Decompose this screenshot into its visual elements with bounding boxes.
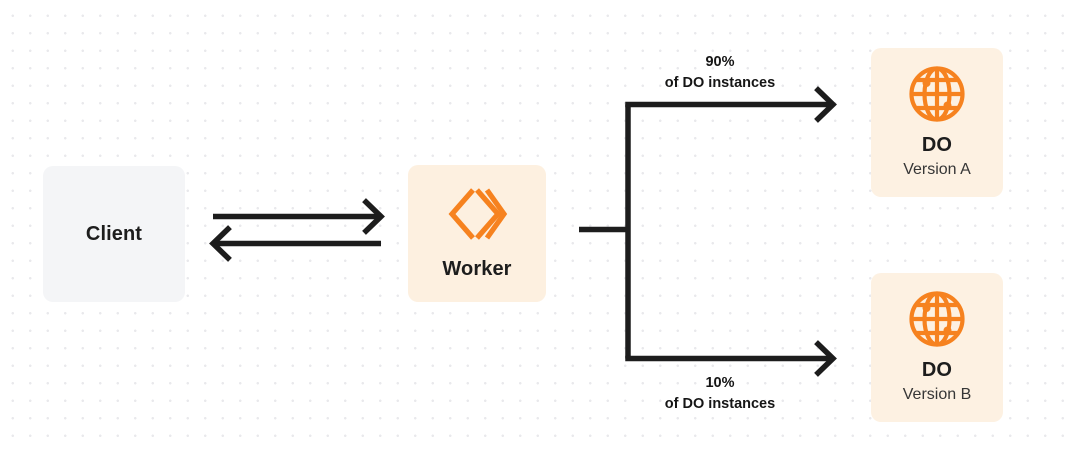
node-do-a-subtitle: Version A <box>903 161 971 179</box>
branch-trunk <box>579 104 631 359</box>
cloudflare-workers-icon <box>446 186 508 242</box>
node-client[interactable]: Client <box>43 166 185 302</box>
arrow-worker-to-client <box>209 225 381 262</box>
node-do-b-subtitle: Version B <box>902 386 972 404</box>
globe-icon <box>908 290 966 348</box>
node-client-title: Client <box>85 222 143 245</box>
node-worker-title: Worker <box>442 258 512 280</box>
edge-label-do-a: 90% of DO instances <box>620 52 820 94</box>
arrow-worker-to-do-a <box>625 86 837 123</box>
edge-label-do-b-line2: of DO instances <box>664 396 776 413</box>
node-do-version-a[interactable]: DO Version A <box>871 48 1003 197</box>
edge-label-do-b-line1: 10% <box>705 375 735 391</box>
node-do-a-title: DO <box>921 134 953 157</box>
edge-label-do-a-line1: 90% <box>705 54 735 70</box>
globe-icon <box>908 65 966 123</box>
node-do-b-title: DO <box>921 359 953 382</box>
arrow-client-to-worker <box>213 198 385 235</box>
edge-label-do-a-line2: of DO instances <box>664 75 776 92</box>
arrow-worker-to-do-b <box>625 340 837 377</box>
node-do-version-b[interactable]: DO Version B <box>871 273 1003 422</box>
node-worker[interactable]: Worker <box>408 165 546 302</box>
edge-label-do-b: 10% of DO instances <box>620 373 820 415</box>
